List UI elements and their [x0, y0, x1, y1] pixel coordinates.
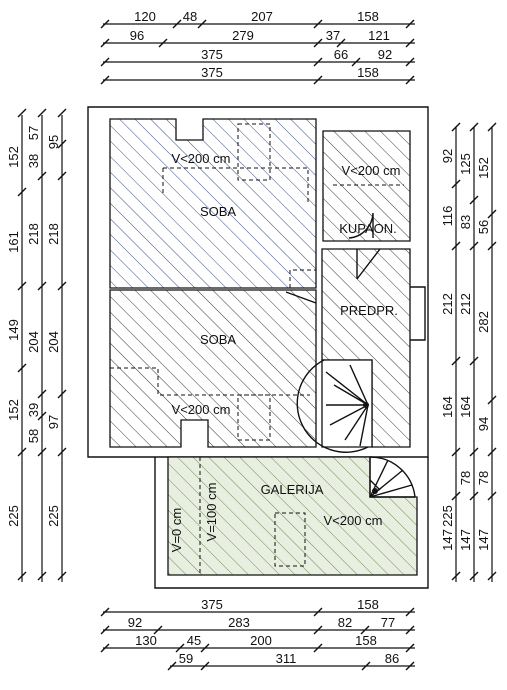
dim-top-2-3: 37 — [326, 28, 340, 43]
dim-right-2-6: 147 — [458, 529, 473, 551]
dim-right-2-2: 83 — [458, 215, 473, 229]
dim-left-2-4: 39 — [26, 403, 41, 417]
kupaon-height-note: V<200 cm — [342, 163, 401, 178]
dim-left-2-1: 38 — [26, 154, 41, 168]
kupaon-hatch — [322, 130, 411, 242]
dim-left-1-4: 152 — [6, 399, 21, 421]
dim-right-3-1: 152 — [476, 157, 491, 179]
dim-top-1-1: 120 — [134, 9, 156, 24]
dim-right-1-6: 147 — [440, 529, 455, 551]
right-dimensions: 92 116 212 164 225 147 125 83 212 164 78… — [440, 122, 497, 582]
dim-left-2-2: 218 — [26, 223, 41, 245]
dim-right-1-4: 164 — [440, 396, 455, 418]
dim-bottom-1-1: 375 — [201, 597, 223, 612]
dim-bottom-4-3: 86 — [385, 651, 399, 666]
dim-top-2-2: 279 — [232, 28, 254, 43]
dim-right-1-1: 92 — [440, 149, 455, 163]
room-galerija-label: GALERIJA — [261, 482, 324, 497]
dim-left-1-2: 161 — [6, 231, 21, 253]
dim-right-3-3: 282 — [476, 311, 491, 333]
dim-left-1-3: 149 — [6, 319, 21, 341]
soba-bottom-hatch — [109, 289, 317, 448]
dim-left-3-6: 225 — [46, 505, 61, 527]
dim-right-2-4: 164 — [458, 396, 473, 418]
dim-bottom-2-3: 82 — [338, 615, 352, 630]
room-predpr-label: PREDPR. — [340, 303, 398, 318]
dim-bottom-3-1: 130 — [135, 633, 157, 648]
dim-left-1-5: 225 — [6, 505, 21, 527]
dim-left-1-1: 152 — [6, 146, 21, 168]
dim-top-2-4: 121 — [368, 28, 390, 43]
dim-bottom-3-4: 158 — [355, 633, 377, 648]
dim-top-1-2: 48 — [183, 9, 197, 24]
dim-right-3-6: 147 — [476, 529, 491, 551]
room-kupaon-label: KUPAON. — [339, 221, 397, 236]
bottom-dimensions: 375 158 92 283 82 77 130 45 200 158 59 3… — [100, 597, 415, 671]
dim-left-3-4: 204 — [46, 331, 61, 353]
top-dimensions: 120 48 207 158 96 279 37 121 375 66 92 3… — [100, 9, 415, 85]
dim-top-3-3: 92 — [378, 47, 392, 62]
dim-right-1-3: 212 — [440, 293, 455, 315]
dim-right-2-1: 125 — [458, 153, 473, 175]
dim-left-2-5: 58 — [26, 429, 41, 443]
dim-right-1-5: 225 — [440, 505, 455, 527]
soba-top-hatch — [109, 118, 317, 289]
dim-top-1-4: 158 — [357, 9, 379, 24]
dim-left-3-3: 218 — [46, 223, 61, 245]
dim-left-3-5: 97 — [46, 415, 61, 429]
stair-area — [321, 359, 373, 448]
dim-bottom-3-2: 45 — [187, 633, 201, 648]
dim-left-2-3: 204 — [26, 331, 41, 353]
left-dimensions: 152 161 149 152 225 38 218 204 39 58 57 … — [6, 108, 67, 582]
dim-right-3-2: 56 — [476, 220, 491, 234]
galerija-v100-note: V=100 cm — [204, 483, 219, 542]
dim-top-3-1: 375 — [201, 47, 223, 62]
dim-top-4-2: 158 — [357, 65, 379, 80]
dim-right-1-2: 116 — [440, 206, 455, 227]
soba-top-height-note: V<200 cm — [172, 151, 231, 166]
dim-bottom-4-2: 311 — [276, 651, 297, 666]
soba-bottom-height-note: V<200 cm — [172, 402, 231, 417]
dim-right-3-4: 94 — [476, 417, 491, 431]
gallery-outline-outer — [154, 457, 429, 589]
dim-left-3-2: 95 — [46, 135, 61, 149]
dim-bottom-2-2: 283 — [228, 615, 250, 630]
dim-right-2-3: 212 — [458, 293, 473, 315]
room-soba-top-label: SOBA — [200, 204, 236, 219]
galerija-height-note: V<200 cm — [324, 513, 383, 528]
dim-bottom-2-1: 92 — [128, 615, 142, 630]
dim-top-4-1: 375 — [201, 65, 223, 80]
dim-right-3-5: 78 — [476, 471, 491, 485]
dim-right-2-5: 78 — [458, 471, 473, 485]
dim-bottom-3-3: 200 — [250, 633, 272, 648]
dim-top-1-3: 207 — [251, 9, 273, 24]
dim-bottom-4-1: 59 — [179, 651, 193, 666]
galerija-v0-note: V=0 cm — [169, 508, 184, 552]
building — [87, 106, 429, 589]
room-labels: SOBA SOBA KUPAON. PREDPR. GALERIJA V<200… — [169, 151, 400, 552]
dim-top-2-1: 96 — [130, 28, 144, 43]
room-soba-bottom-label: SOBA — [200, 332, 236, 347]
dim-left-3-1: 57 — [26, 126, 41, 140]
dim-bottom-1-2: 158 — [357, 597, 379, 612]
dim-top-3-2: 66 — [334, 47, 348, 62]
dim-bottom-2-4: 77 — [381, 615, 395, 630]
